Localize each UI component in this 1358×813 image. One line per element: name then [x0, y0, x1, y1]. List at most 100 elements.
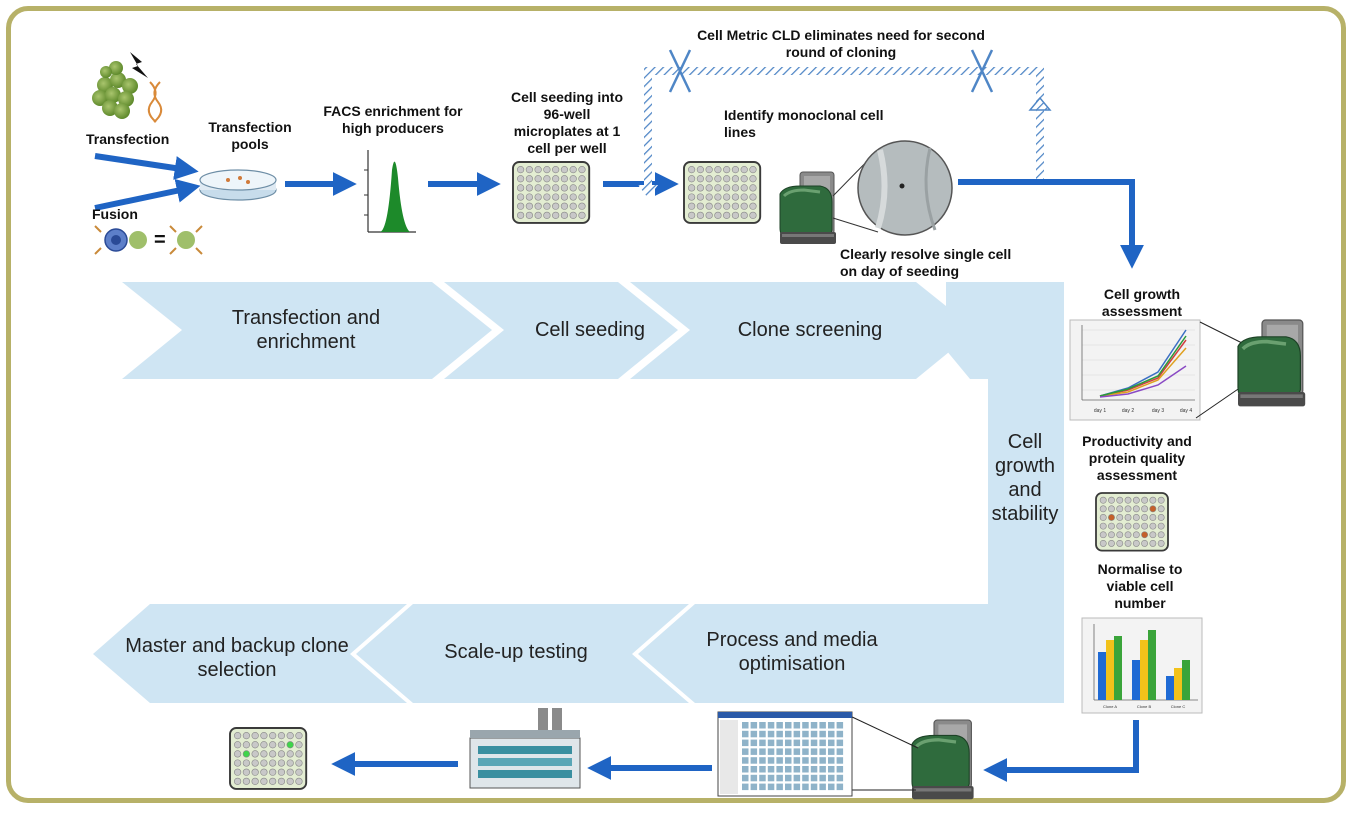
well	[251, 750, 259, 758]
well	[1132, 496, 1140, 504]
well	[740, 166, 748, 174]
well	[242, 741, 250, 749]
well	[251, 759, 259, 767]
well	[749, 166, 757, 174]
software-well	[742, 766, 749, 773]
software-well	[776, 730, 783, 738]
well	[696, 175, 704, 183]
well	[714, 184, 722, 192]
well	[286, 750, 294, 758]
well	[714, 211, 722, 219]
well	[1124, 505, 1132, 513]
stage-label-transfection: Transfection and enrichment	[231, 307, 381, 353]
facs-histogram-icon	[364, 150, 416, 233]
software-well	[802, 739, 809, 747]
well	[714, 193, 722, 201]
well	[517, 193, 525, 201]
well	[569, 193, 577, 201]
well	[269, 759, 277, 767]
well	[740, 193, 748, 201]
arrow-growth-to-process	[983, 720, 1139, 782]
stage-chevron-process-media	[638, 604, 988, 703]
well	[242, 768, 250, 776]
well	[723, 211, 731, 219]
well	[534, 184, 542, 192]
well	[723, 166, 731, 174]
productivity-plate-icon	[1095, 492, 1169, 552]
well	[714, 202, 722, 210]
well	[688, 193, 696, 201]
well	[277, 768, 286, 776]
arrow-fusion-to-pools	[94, 178, 201, 211]
well	[714, 175, 722, 183]
well	[1157, 531, 1165, 539]
well	[1149, 514, 1157, 521]
svg-text:=: =	[154, 229, 166, 251]
dna-icon	[147, 81, 163, 123]
software-well	[819, 748, 826, 755]
petri-dish-icon	[199, 169, 277, 201]
label-normalise: Normalise to viable cell number	[1097, 561, 1183, 611]
well	[578, 211, 586, 219]
well	[269, 750, 277, 758]
well	[578, 184, 586, 192]
well	[1116, 505, 1124, 513]
well	[578, 193, 586, 201]
well	[543, 202, 551, 210]
software-well	[828, 739, 835, 747]
software-well	[810, 783, 818, 791]
well	[260, 777, 268, 785]
well	[1141, 522, 1149, 530]
well	[1124, 496, 1132, 504]
software-well	[793, 739, 801, 747]
well	[1157, 539, 1165, 547]
well	[1108, 522, 1115, 530]
well	[543, 211, 551, 219]
software-well	[785, 748, 792, 755]
well	[731, 166, 740, 174]
well	[251, 732, 259, 740]
well	[277, 759, 286, 767]
software-well	[767, 730, 775, 738]
cell-cluster-icon	[92, 61, 138, 119]
well	[1141, 539, 1149, 547]
well	[525, 166, 533, 174]
well	[688, 184, 696, 192]
well	[1116, 522, 1124, 530]
microplate-seeding-icon	[512, 161, 591, 224]
software-well	[793, 783, 801, 791]
stage-label-cell-growth: Cell growth and stability	[991, 431, 1059, 525]
well	[234, 777, 242, 785]
software-well	[802, 748, 809, 755]
well	[242, 732, 250, 740]
software-screenshot-icon	[717, 711, 853, 797]
well	[525, 184, 533, 192]
software-well	[742, 748, 749, 755]
well	[1157, 505, 1165, 513]
stage-chevron-clone-screening	[630, 282, 976, 379]
software-well	[785, 739, 792, 747]
growth-tick-2: day 2	[1122, 408, 1134, 414]
software-well	[828, 774, 835, 782]
single-cell-image-icon	[857, 140, 953, 236]
well	[1124, 522, 1132, 530]
cell-metric-instrument-icon	[910, 718, 976, 801]
well	[731, 211, 740, 219]
software-well	[742, 783, 749, 791]
software-well	[810, 730, 818, 738]
well	[731, 175, 740, 183]
software-well	[802, 766, 809, 773]
software-well	[750, 783, 758, 791]
software-well	[767, 739, 775, 747]
well	[714, 166, 722, 174]
microplate-screening-icon	[683, 161, 762, 224]
software-well	[759, 748, 766, 755]
well	[1099, 539, 1107, 547]
software-well	[742, 722, 749, 729]
software-well	[828, 766, 835, 773]
software-well	[802, 722, 809, 729]
well	[1099, 522, 1107, 530]
software-well	[793, 757, 801, 764]
stage-label-cell-seeding: Cell seeding	[534, 319, 646, 341]
software-well	[759, 774, 766, 782]
